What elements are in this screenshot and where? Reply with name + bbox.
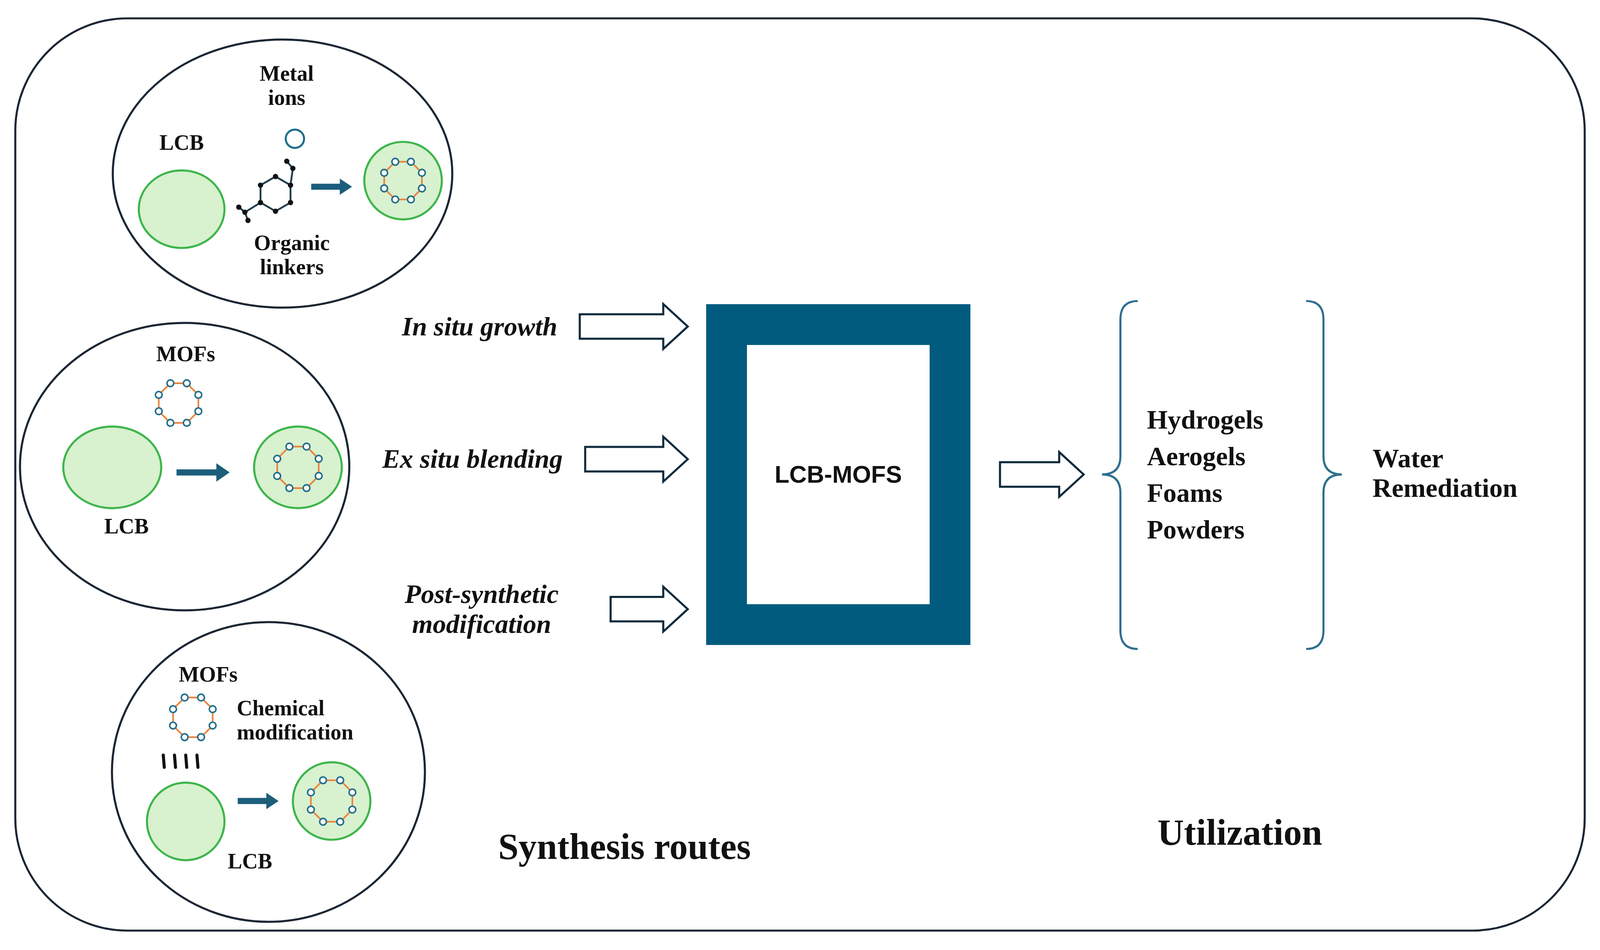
route-ellipse: Metal ionsLCB Organic linkers bbox=[111, 37, 454, 310]
mof-node bbox=[307, 788, 315, 796]
lcb-mof-particle bbox=[292, 762, 371, 840]
ellipse-label: Organic linkers bbox=[253, 230, 330, 280]
ellipse-outline bbox=[19, 322, 350, 611]
mof-node bbox=[183, 379, 191, 387]
ellipse-label: MOFs bbox=[178, 662, 238, 687]
lcb-mof-particle bbox=[254, 426, 343, 509]
mof-node bbox=[155, 407, 162, 415]
mof-node bbox=[209, 721, 216, 729]
mof-node bbox=[285, 443, 293, 450]
mof-node bbox=[166, 379, 174, 387]
mof-node bbox=[209, 705, 216, 713]
mof-bond bbox=[277, 446, 319, 489]
route-ellipse: MOFsLCB bbox=[18, 321, 351, 613]
lcb-particle bbox=[138, 170, 225, 249]
hollow-arrow bbox=[579, 304, 688, 350]
mof-node bbox=[337, 776, 344, 784]
mof-node bbox=[181, 694, 189, 701]
mof-node bbox=[307, 806, 315, 814]
mof-node bbox=[285, 484, 293, 492]
route-label: Post-synthetic modification bbox=[374, 579, 588, 639]
ellipse-label: MOFs bbox=[156, 342, 216, 367]
mof-node bbox=[197, 733, 205, 741]
product-box: LCB-MOFS bbox=[706, 304, 971, 645]
process-arrow bbox=[237, 792, 279, 809]
list-item: Aerogels bbox=[1146, 438, 1246, 475]
mof-node bbox=[273, 455, 281, 462]
section-title: Synthesis routes bbox=[498, 826, 751, 868]
hollow-arrow bbox=[585, 436, 688, 482]
hollow-arrow bbox=[610, 586, 688, 632]
section-title: Utilization bbox=[1157, 812, 1323, 854]
mof-node bbox=[407, 195, 415, 203]
lcb-particle bbox=[63, 426, 162, 509]
mof-node bbox=[195, 407, 202, 415]
mof-node bbox=[303, 443, 311, 450]
mof-node bbox=[349, 788, 356, 796]
mof-bond bbox=[173, 697, 213, 737]
process-arrow bbox=[176, 463, 230, 482]
mof-rings bbox=[155, 158, 426, 826]
form-list: HydrogelsAerogelsFoamsPowders bbox=[1101, 300, 1332, 649]
ellipse-label: LCB bbox=[104, 514, 149, 539]
mof-node bbox=[273, 472, 281, 480]
mof-node bbox=[380, 185, 388, 192]
ellipse-outline bbox=[112, 39, 453, 308]
ellipse-outline bbox=[111, 622, 425, 922]
mof-bond bbox=[158, 383, 199, 423]
mof-node bbox=[169, 705, 177, 713]
metal-ion bbox=[285, 129, 305, 148]
left-brace bbox=[1101, 300, 1138, 649]
linker-atoms bbox=[235, 158, 296, 224]
process-arrow bbox=[311, 178, 353, 195]
route-label: Ex situ blending bbox=[382, 444, 563, 475]
modification-marks bbox=[163, 755, 198, 768]
application-label: Water Remediation bbox=[1372, 443, 1518, 504]
mof-node bbox=[169, 721, 177, 729]
ellipse-label: LCB bbox=[227, 848, 273, 874]
mof-node bbox=[315, 472, 323, 480]
outer-frame bbox=[15, 18, 1585, 931]
mof-node bbox=[418, 169, 426, 177]
mof-node bbox=[197, 694, 205, 701]
ellipse-label: Metal ions bbox=[259, 61, 314, 110]
route-ellipse: MOFsChemical modificationLCB bbox=[110, 620, 427, 924]
mof-node bbox=[319, 776, 327, 784]
mof-node bbox=[319, 818, 327, 826]
mof-node bbox=[181, 733, 189, 741]
mof-node bbox=[407, 158, 415, 166]
mof-node bbox=[195, 391, 202, 399]
hollow-arrow bbox=[999, 451, 1084, 497]
mof-bond bbox=[310, 780, 353, 822]
ellipse-label: Chemical modification bbox=[236, 696, 354, 745]
mof-node bbox=[303, 484, 311, 492]
lcb-mof-particle bbox=[364, 141, 442, 220]
mof-node bbox=[391, 195, 399, 203]
list-item: Hydrogels bbox=[1146, 401, 1264, 439]
list-item: Powders bbox=[1146, 511, 1245, 549]
mof-node bbox=[391, 158, 399, 166]
lcb-particle bbox=[146, 782, 225, 861]
mof-node bbox=[337, 818, 344, 826]
mof-node bbox=[155, 391, 162, 399]
box-title: LCB-MOFS bbox=[774, 461, 902, 489]
mof-node bbox=[418, 185, 426, 192]
ellipse-label: LCB bbox=[159, 130, 204, 155]
list-item: Foams bbox=[1146, 474, 1223, 512]
mof-bond bbox=[384, 161, 422, 200]
ellipse-outline bbox=[110, 620, 427, 924]
mof-node bbox=[315, 455, 323, 462]
route-label: In situ growth bbox=[401, 311, 558, 342]
mof-node bbox=[349, 806, 356, 814]
right-brace bbox=[1306, 300, 1343, 649]
organic-linker bbox=[238, 161, 293, 221]
mof-node bbox=[380, 169, 388, 177]
mof-node bbox=[183, 419, 191, 427]
mof-node bbox=[166, 419, 174, 427]
